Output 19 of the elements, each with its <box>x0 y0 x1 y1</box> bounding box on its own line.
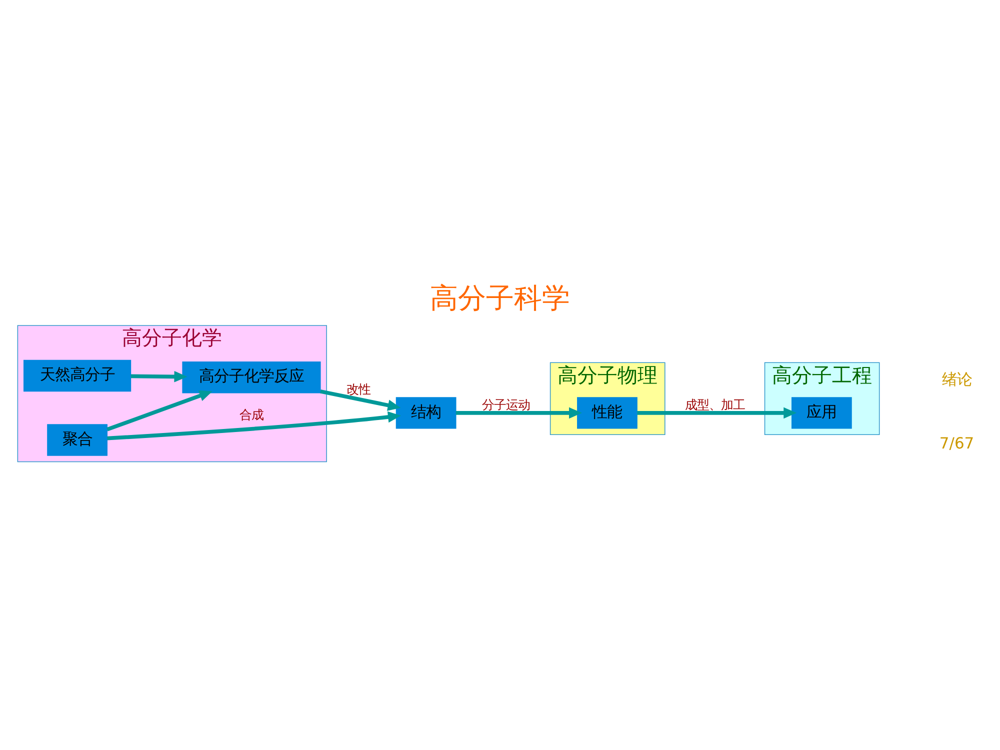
edge-label: 成型、加工 <box>684 398 745 412</box>
node-box: 结构 <box>396 397 456 429</box>
node-box: 天然高分子 <box>23 360 132 392</box>
edge-label: 合成 <box>239 408 264 422</box>
label: 绪论 <box>942 370 972 388</box>
arrow <box>637 407 797 419</box>
arrow <box>107 411 401 440</box>
node-box: 高分子化学反应 <box>182 361 321 394</box>
arrow <box>456 407 582 419</box>
label: 7/67 <box>939 434 974 453</box>
diagram-title: 高分子科学 <box>430 281 570 314</box>
edge-label: 分子运动 <box>482 398 530 412</box>
node-box: 聚合 <box>47 424 108 456</box>
node-box: 应用 <box>791 397 852 429</box>
arrow <box>106 390 212 432</box>
arrow <box>130 370 188 382</box>
edge-label: 改性 <box>346 382 370 396</box>
node-box: 性能 <box>577 397 638 429</box>
arrow <box>320 389 401 411</box>
